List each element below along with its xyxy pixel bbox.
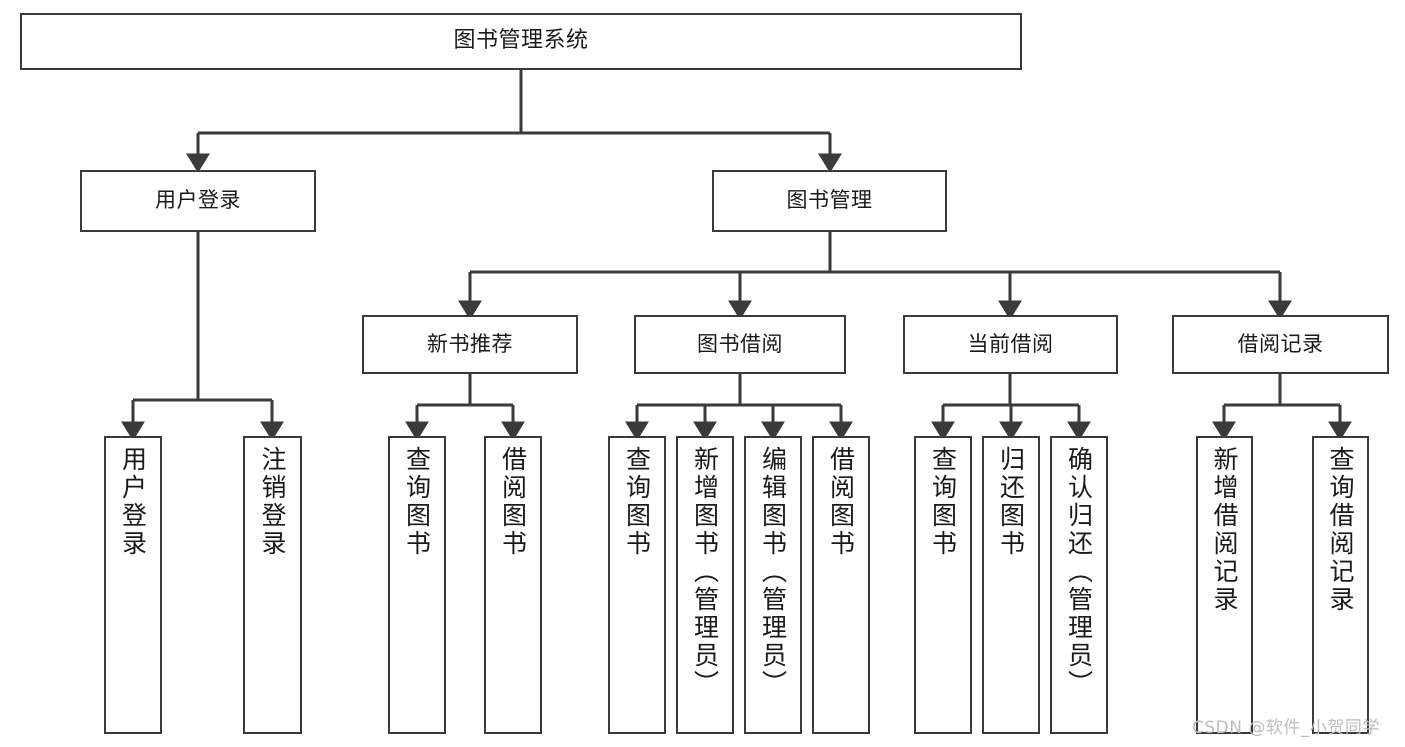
node-user-login[interactable]: 用户登录	[80, 170, 316, 232]
leaf-confirm-return-label: 确认归还（管理员）	[1064, 446, 1094, 698]
leaf-query-book-3[interactable]: 查询图书	[914, 436, 972, 734]
leaf-query-record-label: 查询借阅记录	[1326, 446, 1355, 614]
leaf-confirm-return[interactable]: 确认归还（管理员）	[1050, 436, 1108, 734]
watermark: CSDN @软件_小贺同学	[1192, 718, 1380, 738]
leaf-query-book-3-label: 查询图书	[928, 446, 958, 558]
leaf-user-logout-label: 注销登录	[258, 446, 287, 558]
node-user-login-label: 用户登录	[155, 188, 241, 213]
leaf-user-logout[interactable]: 注销登录	[243, 436, 302, 734]
leaf-add-book[interactable]: 新增图书（管理员）	[676, 436, 734, 734]
node-book-manage[interactable]: 图书管理	[712, 170, 947, 232]
leaf-query-book-2-label: 查询图书	[622, 446, 652, 558]
leaf-borrow-book-1-label: 借阅图书	[498, 446, 528, 558]
node-root[interactable]: 图书管理系统	[20, 13, 1022, 70]
node-new-book-rec[interactable]: 新书推荐	[362, 315, 578, 374]
leaf-user-login[interactable]: 用户登录	[104, 436, 162, 734]
leaf-query-record[interactable]: 查询借阅记录	[1312, 436, 1369, 734]
leaf-return-book-label: 归还图书	[996, 446, 1026, 558]
leaf-add-book-label: 新增图书（管理员）	[690, 446, 720, 698]
leaf-query-book-2[interactable]: 查询图书	[608, 436, 666, 734]
node-root-label: 图书管理系统	[453, 28, 589, 54]
node-current-borrow-label: 当前借阅	[967, 331, 1054, 356]
leaf-edit-book[interactable]: 编辑图书（管理员）	[744, 436, 802, 734]
leaf-add-record[interactable]: 新增借阅记录	[1196, 436, 1253, 734]
node-current-borrow[interactable]: 当前借阅	[903, 315, 1118, 374]
leaf-add-record-label: 新增借阅记录	[1210, 446, 1239, 614]
node-borrow-record-label: 借阅记录	[1237, 331, 1324, 356]
leaf-borrow-book-2[interactable]: 借阅图书	[812, 436, 870, 734]
leaf-user-login-label: 用户登录	[118, 446, 148, 558]
node-borrow-record[interactable]: 借阅记录	[1172, 315, 1389, 374]
node-book-borrow-label: 图书借阅	[697, 331, 783, 356]
leaf-edit-book-label: 编辑图书（管理员）	[758, 446, 788, 698]
leaf-query-book-1-label: 查询图书	[402, 446, 432, 558]
node-book-borrow[interactable]: 图书借阅	[634, 315, 846, 374]
node-book-manage-label: 图书管理	[786, 188, 873, 213]
leaf-borrow-book-1[interactable]: 借阅图书	[484, 436, 542, 734]
leaf-borrow-book-2-label: 借阅图书	[826, 446, 856, 558]
leaf-query-book-1[interactable]: 查询图书	[388, 436, 446, 734]
leaf-return-book[interactable]: 归还图书	[982, 436, 1040, 734]
node-new-book-rec-label: 新书推荐	[427, 331, 513, 356]
